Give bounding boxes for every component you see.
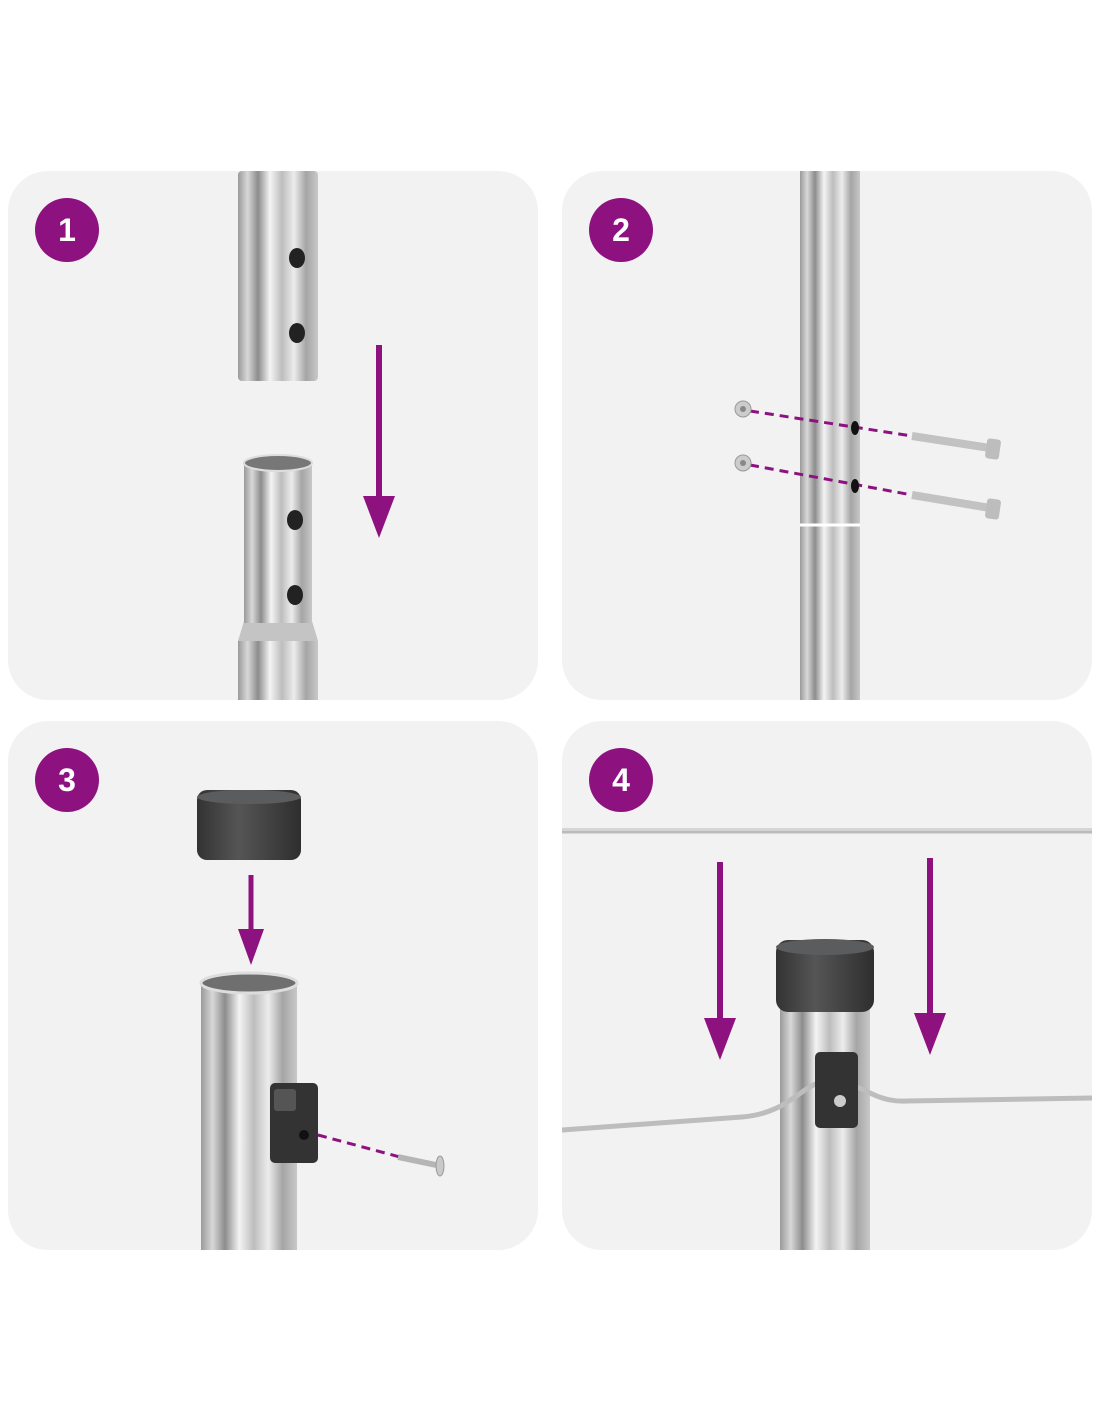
pole	[800, 171, 860, 700]
down-arrow-icon	[704, 862, 736, 1060]
upper-tube	[238, 171, 318, 381]
top-wire	[562, 828, 1092, 834]
step-2-panel: 2	[562, 171, 1092, 700]
bolt-icon	[911, 432, 1001, 460]
step-4-panel: 4	[562, 721, 1092, 1250]
tube-hole	[289, 323, 305, 343]
down-arrow-icon	[914, 858, 946, 1055]
step-4-illustration	[562, 828, 1092, 1250]
end-cap	[197, 790, 301, 860]
step-3-panel: 3	[8, 721, 538, 1250]
step-badge: 1	[35, 198, 99, 262]
nut-icon	[734, 454, 752, 472]
step-2-illustration	[734, 171, 1001, 700]
tube-hole	[289, 248, 305, 268]
down-arrow-icon	[363, 345, 395, 538]
screw-icon	[397, 1154, 445, 1177]
down-arrow-icon	[238, 875, 264, 965]
nut-icon	[734, 400, 752, 418]
tube-hole	[287, 510, 303, 530]
step-badge: 4	[589, 748, 653, 812]
bolt-icon	[911, 491, 1001, 520]
step-badge: 3	[35, 748, 99, 812]
end-cap	[776, 939, 874, 1012]
step-1-illustration	[238, 171, 395, 700]
step-3-illustration	[197, 790, 445, 1250]
wire-clip	[815, 1052, 858, 1128]
lower-tube	[238, 454, 318, 700]
step-badge: 2	[589, 198, 653, 262]
tube-hole	[287, 585, 303, 605]
wire-clip	[270, 1083, 318, 1163]
step-1-panel: 1	[8, 171, 538, 700]
